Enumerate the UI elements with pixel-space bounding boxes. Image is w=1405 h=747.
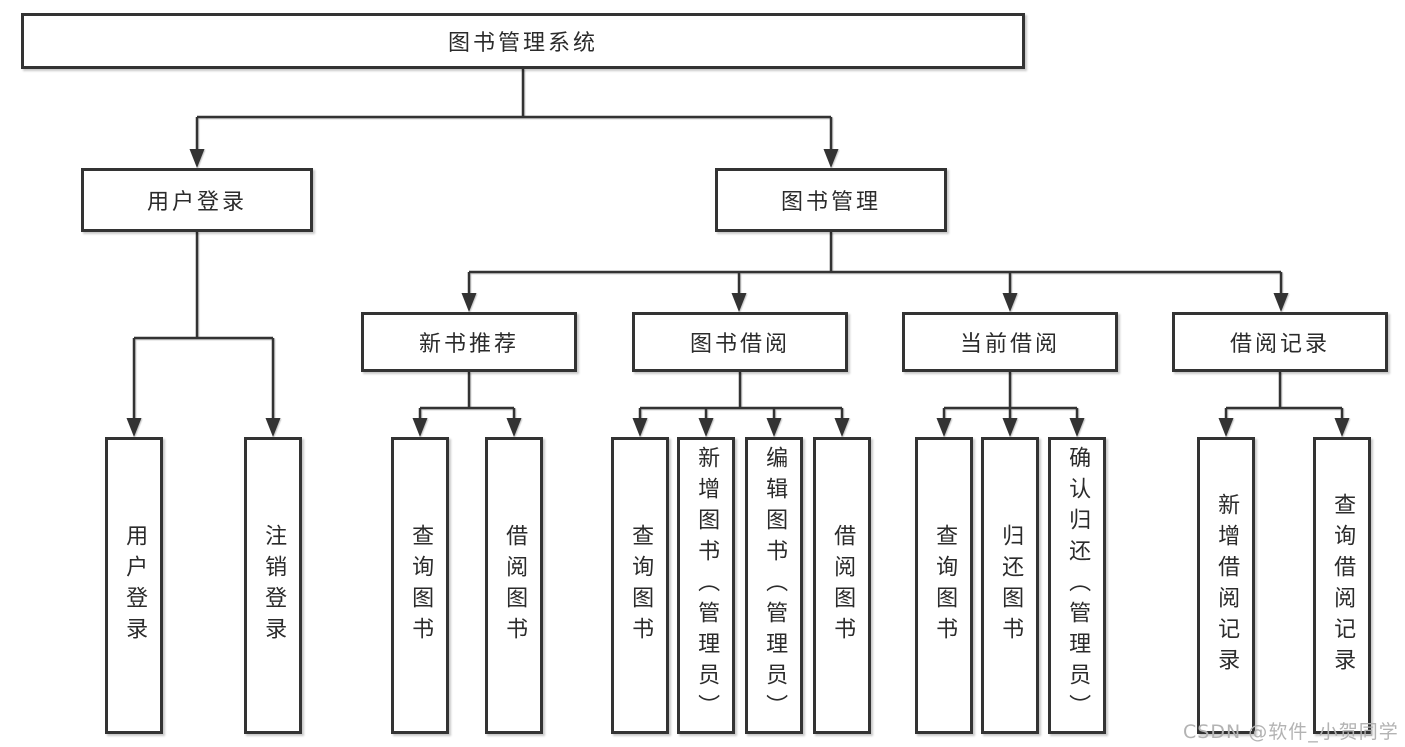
leaf-edit-book-admin: 编辑图书（管理员） [745,437,803,734]
leaf-label: 查询图书 [628,523,654,648]
leaf-label: 借阅图书 [502,523,528,648]
leaf-label: 查询图书 [408,523,434,648]
leaf-label: 新增借阅记录 [1214,492,1240,679]
leaf-label: 注销登录 [261,523,287,648]
leaf-confirm-return-admin: 确认归还（管理员） [1048,437,1106,734]
node-label: 借阅记录 [1229,332,1330,357]
node-label: 图书管理 [780,190,881,215]
connector-book-management-branch [461,232,1289,312]
leaf-return-book: 归还图书 [981,437,1039,734]
node-label: 图书借阅 [689,332,790,357]
node-label: 用户登录 [146,190,247,215]
leaf-add-book-admin: 新增图书（管理员） [677,437,735,734]
leaf-label: 新增图书（管理员） [694,446,720,725]
connector-borrow-record-branch [1218,372,1350,437]
connector-user-login-branch [126,232,281,437]
leaf-user-login: 用户登录 [105,437,163,734]
leaf-label: 用户登录 [122,523,148,648]
node-root-library-system: 图书管理系统 [21,13,1025,69]
node-current-borrowing: 当前借阅 [902,312,1118,372]
connector-new-book-branch [412,372,522,437]
leaf-logout: 注销登录 [244,437,302,734]
leaf-label: 编辑图书（管理员） [762,446,788,725]
leaf-label: 借阅图书 [830,523,856,648]
leaf-query-books-current: 查询图书 [915,437,973,734]
node-label: 当前借阅 [959,332,1060,357]
node-book-management: 图书管理 [715,168,947,232]
leaf-borrow-books-borrowing: 借阅图书 [813,437,871,734]
leaf-borrow-books-recommend: 借阅图书 [485,437,543,734]
node-book-borrowing: 图书借阅 [632,312,848,372]
connector-book-borrow-branch [632,372,850,437]
node-user-login: 用户登录 [81,168,313,232]
node-new-book-recommend: 新书推荐 [361,312,577,372]
connector-root-to-level2 [189,69,839,168]
leaf-query-borrow-record: 查询借阅记录 [1313,437,1371,734]
leaf-label: 查询借阅记录 [1330,492,1356,679]
leaf-add-borrow-record: 新增借阅记录 [1197,437,1255,734]
leaf-label: 确认归还（管理员） [1065,446,1091,725]
csdn-watermark: CSDN @软件_小贺同学 [1183,721,1399,743]
node-label: 新书推荐 [418,332,519,357]
node-borrowing-records: 借阅记录 [1172,312,1388,372]
leaf-label: 归还图书 [998,523,1024,648]
leaf-query-books-borrowing: 查询图书 [611,437,669,734]
leaf-label: 查询图书 [932,523,958,648]
leaf-query-books-recommend: 查询图书 [391,437,449,734]
connector-current-borrow-branch [936,372,1085,437]
node-label: 图书管理系统 [447,31,598,56]
